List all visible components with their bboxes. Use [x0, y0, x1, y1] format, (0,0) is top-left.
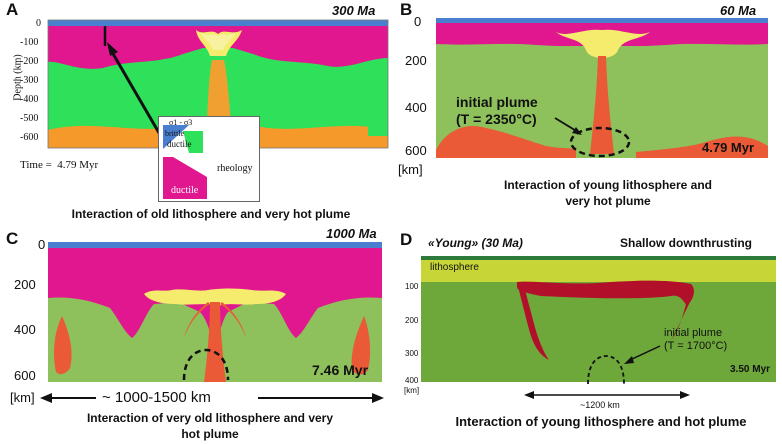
- panel-b-label: B: [400, 0, 413, 19]
- rheology-ductile-swatch: [163, 157, 207, 199]
- panel-b-caption-line2: very hot plume: [565, 194, 651, 208]
- rheology-brittle-label: brittle: [165, 129, 185, 138]
- panel-a-tick: -600: [20, 132, 39, 143]
- panel-a-time: Time = 4.79 Myr: [20, 159, 99, 171]
- panel-a-tick: -500: [20, 113, 39, 124]
- panel-a-tick-0: 0: [36, 18, 41, 29]
- panel-c-unit: [km]: [10, 390, 35, 405]
- rheology-brittle-swatch: [163, 125, 203, 153]
- rheology-ductile-top-label: ductile: [167, 139, 192, 149]
- panel-b-tick: 200: [405, 53, 427, 68]
- panel-a-label: A: [6, 0, 19, 19]
- panel-a-model-section: [47, 19, 389, 149]
- panel-c-tick: 400: [14, 322, 36, 337]
- panel-d-unit: [km]: [404, 386, 420, 395]
- panel-a-tick: -200: [20, 56, 39, 67]
- panel-d-tick: 300: [405, 349, 419, 358]
- panel-d-title: Shallow downthrusting: [620, 236, 752, 250]
- panel-a-caption: Interaction of old lithosphere and very …: [71, 207, 351, 221]
- rheology-legend-header: σ1 - σ3: [169, 118, 193, 127]
- panel-c-width-label: ~ 1000-1500 km: [102, 389, 211, 406]
- panel-d-plume-label-line2: (T = 1700°C): [664, 340, 728, 352]
- panel-b-tick: 400: [405, 100, 427, 115]
- panel-d-label: D: [400, 230, 413, 249]
- panel-d-age: «Young» (30 Ma): [428, 236, 523, 250]
- panel-b-model-section: [436, 18, 768, 158]
- panel-d-plume-label-line1: initial plume: [664, 327, 723, 339]
- rheology-legend: σ1 - σ3 brittle ductile ductile rheology: [158, 116, 260, 202]
- panel-b-age: 60 Ma: [720, 3, 757, 18]
- panel-d-lithosphere-label: lithosphere: [430, 262, 479, 273]
- panel-a-age: 300 Ma: [332, 3, 376, 18]
- panel-c-model-section: [48, 242, 382, 382]
- panel-c-tick: 200: [14, 277, 36, 292]
- panel-c-caption-line1: Interaction of very old lithosphere and …: [86, 411, 334, 425]
- panel-d-tick: 100: [405, 282, 419, 291]
- panel-a-tick: -400: [20, 94, 39, 105]
- panel-c-age: 1000 Ma: [326, 226, 377, 241]
- panel-d-width-label: ~1200 km: [580, 400, 620, 410]
- panel-d-model-section: [421, 256, 776, 382]
- panel-b-plume-label-line1: initial plume: [456, 94, 538, 110]
- panel-b-tick: 600: [405, 143, 427, 158]
- panel-b-time: 4.79 Myr: [702, 140, 755, 155]
- panel-d-tick: 200: [405, 316, 419, 325]
- panel-c-caption-line2: hot plume: [181, 427, 239, 441]
- panel-d-tick: 400: [405, 376, 419, 385]
- panel-b-caption-line1: Interaction of young lithosphere and: [503, 178, 712, 192]
- panel-c-time: 7.46 Myr: [312, 362, 369, 378]
- panel-d-caption: Interaction of young lithosphere and hot…: [455, 414, 747, 429]
- panel-b-unit: [km]: [398, 162, 423, 177]
- panel-b-plume-label-line2: (T = 2350°C): [456, 111, 537, 127]
- rheology-ductile-label: ductile: [171, 185, 199, 196]
- panel-c-label: C: [6, 229, 19, 248]
- panel-c-tick: 0: [38, 237, 46, 252]
- panel-a-tick: -300: [20, 75, 39, 86]
- panel-c-tick: 600: [14, 368, 36, 383]
- panel-b-tick: 0: [414, 14, 422, 29]
- panel-a-tick: -100: [20, 37, 39, 48]
- panel-d-time: 3.50 Myr: [730, 364, 771, 375]
- rheology-title: rheology: [217, 163, 253, 174]
